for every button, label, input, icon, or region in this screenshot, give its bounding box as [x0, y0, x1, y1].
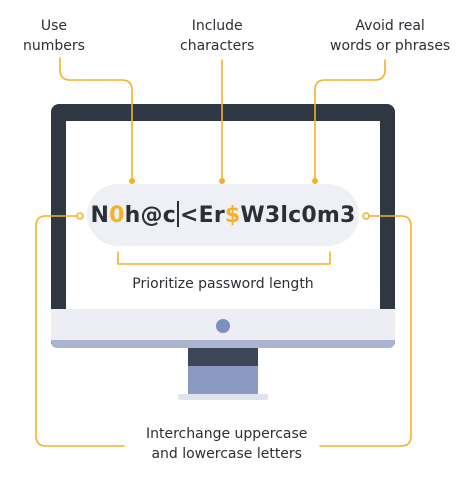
label-prioritize-length: Prioritize password length [132, 276, 314, 292]
label-avoid-real-words: Avoid real words or phrases [330, 18, 451, 54]
password-segment: h@c [124, 202, 176, 228]
monitor-stand-shadow [188, 348, 258, 366]
password-highlight-char: $ [224, 202, 241, 228]
dot-interchange-left [76, 212, 84, 220]
password-highlight-char: 0 [109, 202, 125, 228]
password-segment: W3lc0m3 [240, 202, 356, 228]
text-cursor [176, 201, 179, 227]
connector-avoid-real [314, 59, 386, 182]
dot-interchange-right [362, 212, 370, 220]
label-include-characters: Include characters [180, 18, 255, 54]
label-interchange-case: Interchange uppercase and lowercase lett… [146, 426, 308, 462]
dot-use-numbers [129, 178, 135, 184]
monitor-stand-base [178, 394, 268, 400]
label-use-numbers: Use numbers [23, 18, 85, 54]
power-button-icon [216, 319, 230, 333]
dot-include-characters [219, 178, 225, 184]
password-segment: <Er [179, 202, 225, 228]
connector-interchange-left [35, 215, 125, 447]
connector-use-numbers [59, 57, 133, 182]
dot-avoid-real [312, 178, 318, 184]
monitor-bezel-edge [51, 340, 395, 348]
password-segment: N [90, 202, 110, 228]
connector-interchange-right [319, 215, 412, 447]
connector-length-bracket [117, 251, 331, 265]
